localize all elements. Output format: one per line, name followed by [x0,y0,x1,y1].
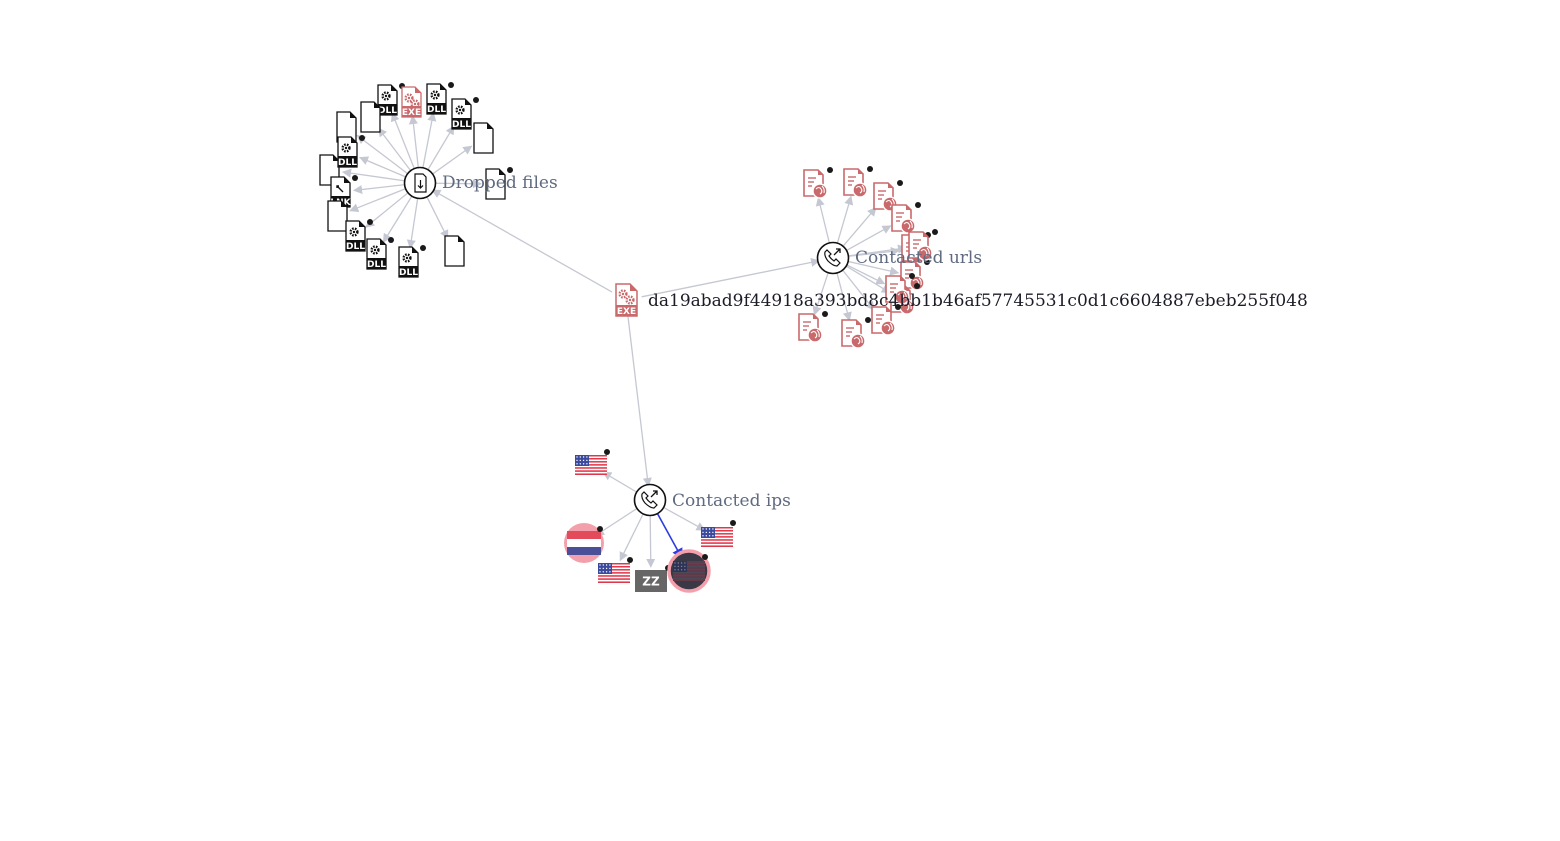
dropped-file-dll-13[interactable]: DLL [345,219,373,252]
edge-dropped-file-4 [427,125,455,170]
edge-contacted-url-8 [842,270,875,311]
edge-contacted-url-1 [815,196,830,243]
dropped-file-file-16[interactable] [444,235,465,267]
svg-text:DLL: DLL [346,242,365,252]
edge-dropped-file-1 [390,112,415,169]
edge-contacted-url-4 [846,225,892,251]
dropped-file-file-12[interactable] [327,200,348,232]
edge-contacted-url-12 [847,264,886,285]
edges-layer [341,111,908,568]
contacted-ips-hub[interactable] [633,483,667,517]
edge-main-contacted-urls [641,257,821,298]
edge-dropped-file-10 [435,179,482,189]
contacted-ips-label: Contacted ips [672,491,791,511]
edge-main-contacted-ips [627,315,652,488]
contacted-urls-hub[interactable] [816,241,850,275]
dropped-file-dll-9[interactable]: DLL [337,135,365,168]
dropped-files-hub[interactable] [403,166,437,200]
edge-contacted-ip-5 [657,513,683,560]
edge-dropped-file-16 [426,197,449,240]
edge-contacted-url-10 [812,272,829,316]
edge-contacted-url-6 [848,260,900,276]
contacted-url-10[interactable] [798,311,828,343]
contacted-ip-flag-us-1[interactable] [575,449,610,475]
edge-dropped-file-12 [349,188,406,213]
edge-dropped-file-14 [382,196,413,243]
labels-layer: Dropped files Contacted urls Contacted i… [442,173,1308,511]
edge-contacted-ip-2 [594,508,637,536]
contacted-url-1[interactable] [803,167,833,199]
dropped-file-file-7[interactable] [336,111,357,143]
dropped-file-dll-4[interactable]: DLL [451,97,479,130]
dropped-file-dll-14[interactable]: DLL [366,237,394,270]
dropped-file-file-10[interactable] [485,167,513,200]
svg-text:ZZ: ZZ [642,575,660,589]
svg-text:DLL: DLL [452,120,471,130]
edge-dropped-file-7 [356,134,408,174]
edge-dropped-file-8 [341,168,405,182]
edge-contacted-ip-6 [663,507,706,531]
dropped-file-dll-3[interactable]: DLL [426,82,454,115]
svg-text:EXE: EXE [402,108,421,118]
main-file-hash-label: da19abad9f44918a393bd8c4bb1b46af57745531… [648,291,1308,311]
edge-main-dropped-files [431,189,613,293]
dropped-file-dll-15[interactable]: DLL [398,245,426,278]
contacted-url-11[interactable] [908,229,938,261]
edge-contacted-url-3 [842,206,877,247]
contacted-url-2[interactable] [843,166,873,198]
edge-dropped-file-6 [377,127,411,171]
dropped-file-dll-1[interactable]: DLL [377,83,405,116]
svg-text:DLL: DLL [427,105,446,115]
dropped-files-label: Dropped files [442,173,558,193]
contacted-urls-label: Contacted urls [855,248,982,268]
contacted-ip-flag-zz-4[interactable]: ZZ [635,565,671,592]
edge-contacted-ip-4 [646,515,656,568]
contacted-url-8[interactable] [871,304,901,336]
contacted-url-4[interactable] [891,202,921,234]
contacted-ip-flag-nl-2[interactable] [564,523,604,563]
contacted-ip-flag-us-6[interactable] [701,520,736,547]
svg-text:DLL: DLL [367,260,386,270]
svg-text:DLL: DLL [378,106,397,116]
dropped-file-file-6[interactable] [360,101,381,133]
edge-contacted-ip-3 [619,514,644,562]
edge-contacted-url-2 [836,195,854,243]
edge-dropped-file-15 [406,198,419,250]
edge-dropped-file-11 [353,184,405,195]
edge-dropped-file-3 [422,111,437,168]
svg-text:DLL: DLL [399,268,418,278]
edge-dropped-file-2 [408,115,419,168]
svg-text:EXE: EXE [617,307,636,317]
contacted-ip-flag-us-5[interactable] [667,549,711,593]
dropped-file-file-5[interactable] [473,122,494,154]
edge-contacted-url-11 [848,244,908,257]
edge-dropped-file-9 [359,156,406,178]
edge-dropped-file-5 [432,145,473,175]
dropped-file-exe-2[interactable]: EXE [401,86,422,118]
contacted-url-12[interactable] [885,273,915,305]
contacted-ip-flag-us-3[interactable] [598,557,633,583]
main-file-exe-icon[interactable]: EXE [615,283,638,317]
contacted-url-3[interactable] [873,180,903,212]
edge-contacted-url-9 [836,273,852,322]
svg-text:DLL: DLL [338,158,357,168]
edge-contacted-ip-1 [602,471,637,493]
contacted-url-9[interactable] [841,317,871,349]
edge-contacted-url-7 [846,265,891,294]
nodes-layer: DLLEXEDLLDLLDLLLNKDLLDLLDLLEXEZZ [319,82,938,593]
